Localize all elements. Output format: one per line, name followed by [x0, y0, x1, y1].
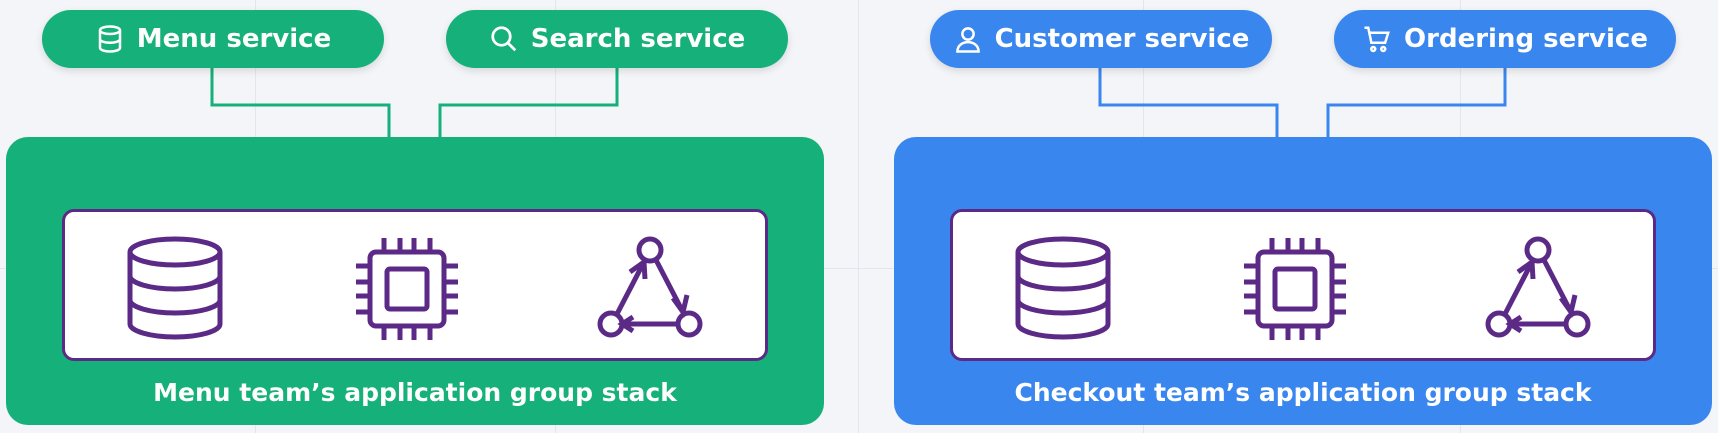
search-service-label: Search service	[530, 24, 746, 54]
search-icon	[489, 24, 519, 54]
search-service-node: Search service	[446, 10, 788, 68]
menu-team-stack: Menu team’s application group stack	[6, 137, 824, 425]
checkout-team-stack: Checkout team’s application group stack	[894, 137, 1712, 425]
customer-service-node: Customer service	[930, 10, 1272, 68]
ordering-service-node: Ordering service	[1334, 10, 1676, 68]
user-icon	[953, 24, 983, 54]
processor-chip-icon	[1244, 238, 1346, 340]
processor-chip-icon	[356, 238, 458, 340]
database-icon	[127, 236, 223, 340]
menu-stack-components	[62, 209, 768, 361]
customer-service-label: Customer service	[994, 24, 1250, 54]
menu-service-label: Menu service	[136, 24, 332, 54]
ordering-service-label: Ordering service	[1404, 24, 1648, 54]
menu-service-node: Menu service	[42, 10, 384, 68]
menu-stack-label: Menu team’s application group stack	[153, 378, 677, 407]
database-icon	[95, 24, 125, 54]
grid-line	[0, 268, 1718, 269]
database-icon	[1015, 236, 1111, 340]
grid-line	[858, 0, 859, 433]
cart-icon	[1362, 24, 1392, 54]
cycle-graph-icon	[1485, 236, 1591, 338]
checkout-stack-label: Checkout team’s application group stack	[1014, 378, 1592, 407]
cycle-graph-icon	[597, 236, 703, 338]
checkout-stack-components	[950, 209, 1656, 361]
